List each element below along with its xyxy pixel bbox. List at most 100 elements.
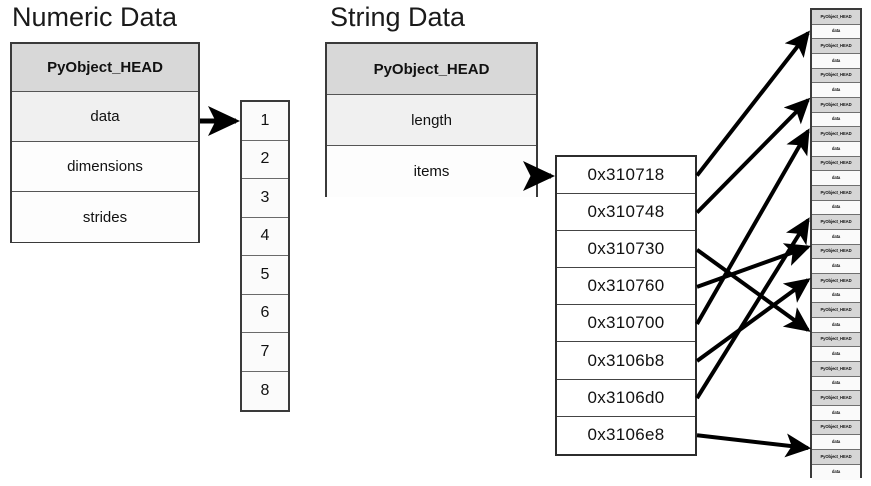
- string-object-pyobject-head-cell: PyObject_HEAD: [812, 303, 860, 319]
- string-object-data-label: data: [831, 468, 841, 474]
- string-object-data-label: data: [831, 116, 841, 122]
- string-object-data-label: data: [831, 204, 841, 210]
- pointer-array-cell: 0x3106d0: [557, 379, 695, 417]
- pointer-array-cell: 0x310718: [557, 157, 695, 195]
- string-object-head-label: PyObject_HEAD: [820, 218, 852, 224]
- string-object-data-cell: data: [812, 200, 860, 216]
- string-object-data-cell: data: [812, 171, 860, 187]
- string-object-data-label: data: [831, 57, 841, 63]
- arrow-pointer-to-string-object: [695, 217, 810, 400]
- string-object-data-cell: data: [812, 24, 860, 40]
- string-object-head-label: PyObject_HEAD: [820, 306, 852, 312]
- numeric-array-cell: 1: [242, 102, 288, 141]
- pointer-array-cell: 0x310700: [557, 305, 695, 343]
- arrow-pointer-to-string-object: [695, 278, 811, 363]
- arrow-pointer-to-string-object: [695, 30, 810, 177]
- string-object-data-cell: data: [812, 406, 860, 421]
- string-object-pyobject-head-cell: PyObject_HEAD: [812, 156, 860, 172]
- string-object-head-label: PyObject_HEAD: [820, 101, 852, 107]
- arrow-pointer-to-string-object: [696, 433, 812, 458]
- string-object-pyobject-head-cell: PyObject_HEAD: [812, 39, 860, 55]
- string-object-pyobject-head-cell: PyObject_HEAD: [812, 186, 860, 201]
- string-object-pyobject-head-cell: PyObject_HEAD: [812, 420, 860, 436]
- string-object-data-cell: data: [812, 435, 860, 451]
- string-object-data-cell: data: [812, 112, 860, 128]
- string-object-pyobject-head-cell: PyObject_HEAD: [812, 10, 860, 25]
- arrow-pointer-to-string-object: [695, 97, 811, 215]
- string-object-data-label: data: [831, 439, 841, 445]
- numeric-struct-row-data: data: [12, 92, 198, 142]
- numeric-value-array: 1 2 3 4 5 6 7 8: [240, 100, 290, 412]
- numeric-array-cell: 2: [242, 140, 288, 179]
- string-object-head-label: PyObject_HEAD: [820, 42, 852, 48]
- string-object-head-label: PyObject_HEAD: [820, 72, 852, 78]
- string-object-pyobject-head-cell: PyObject_HEAD: [812, 362, 860, 377]
- string-object-data-label: data: [831, 409, 841, 415]
- page-title-string-data: String Data: [330, 2, 466, 32]
- string-object-pyobject-head-cell: PyObject_HEAD: [812, 215, 860, 231]
- string-object-data-label: data: [831, 233, 841, 239]
- string-object-data-label: data: [831, 380, 841, 386]
- string-object-pyobject-head-cell: PyObject_HEAD: [812, 391, 860, 407]
- string-data-struct: PyObject_HEAD length items: [325, 42, 538, 197]
- string-object-pyobject-head-cell: PyObject_HEAD: [812, 98, 860, 113]
- string-object-data-cell: data: [812, 464, 860, 480]
- numeric-array-cell: 8: [242, 371, 288, 410]
- string-object-pyobject-head-cell: PyObject_HEAD: [812, 244, 860, 260]
- string-object-head-label: PyObject_HEAD: [820, 395, 852, 400]
- string-object-data-cell: data: [812, 376, 860, 392]
- string-object-head-label: PyObject_HEAD: [820, 13, 852, 19]
- string-object-head-label: PyObject_HEAD: [820, 336, 852, 342]
- arrow-pointer-to-string-object: [695, 248, 811, 332]
- pointer-array-cell: 0x310748: [557, 194, 695, 232]
- string-object-data-label: data: [831, 321, 841, 327]
- string-object-pyobject-head-cell: PyObject_HEAD: [812, 450, 860, 465]
- numeric-array-cell: 4: [242, 217, 288, 256]
- numeric-struct-row-dimensions: dimensions: [12, 142, 198, 192]
- string-struct-row-pyobject-head: PyObject_HEAD: [327, 44, 536, 95]
- string-object-pyobject-head-cell: PyObject_HEAD: [812, 68, 860, 84]
- string-object-data-cell: data: [812, 288, 860, 304]
- string-object-pyobject-head-cell: PyObject_HEAD: [812, 332, 860, 348]
- string-struct-row-length: length: [327, 95, 536, 146]
- string-object-data-cell: data: [812, 54, 860, 69]
- string-object-head-label: PyObject_HEAD: [820, 248, 852, 254]
- string-object-data-cell: data: [812, 83, 860, 99]
- page-title-numeric-data: Numeric Data: [12, 2, 178, 32]
- string-object-head-label: PyObject_HEAD: [820, 160, 852, 166]
- arrow-pointer-to-string-object: [696, 243, 812, 289]
- pointer-array-cell: 0x310760: [557, 268, 695, 306]
- string-object-data-cell: data: [812, 230, 860, 245]
- string-object-data-label: data: [831, 292, 841, 298]
- string-object-data-label: data: [831, 28, 841, 34]
- arrow-pointer-to-string-object: [695, 128, 810, 325]
- string-object-data-cell: data: [812, 318, 860, 333]
- string-object-head-label: PyObject_HEAD: [820, 365, 852, 371]
- string-object-head-label: PyObject_HEAD: [820, 189, 852, 195]
- numeric-array-cell: 3: [242, 179, 288, 218]
- string-object-head-label: PyObject_HEAD: [820, 424, 852, 430]
- pointer-array-cell: 0x3106e8: [557, 416, 695, 454]
- pointer-array: 0x310718 0x310748 0x310730 0x310760 0x31…: [555, 155, 697, 456]
- numeric-data-struct: PyObject_HEAD data dimensions strides: [10, 42, 200, 243]
- string-struct-row-items: items: [327, 146, 536, 197]
- string-object-data-cell: data: [812, 347, 860, 363]
- string-object-data-cell: data: [812, 142, 860, 157]
- string-object-pyobject-head-cell: PyObject_HEAD: [812, 274, 860, 289]
- string-object-data-label: data: [831, 174, 841, 180]
- numeric-array-cell: 6: [242, 294, 288, 333]
- string-object-data-label: data: [831, 145, 841, 151]
- string-object-data-cell: data: [812, 259, 860, 275]
- numeric-array-cell: 7: [242, 333, 288, 372]
- numeric-struct-row-pyobject-head: PyObject_HEAD: [12, 44, 198, 92]
- string-object-data-label: data: [831, 262, 841, 268]
- string-object-pyobject-head-cell: PyObject_HEAD: [812, 127, 860, 143]
- pointer-array-cell: 0x3106b8: [557, 342, 695, 380]
- string-object-head-label: PyObject_HEAD: [820, 277, 852, 283]
- pointer-array-cell: 0x310730: [557, 231, 695, 269]
- numeric-array-cell: 5: [242, 256, 288, 295]
- string-object-head-label: PyObject_HEAD: [820, 130, 852, 136]
- string-object-head-label: PyObject_HEAD: [820, 453, 852, 459]
